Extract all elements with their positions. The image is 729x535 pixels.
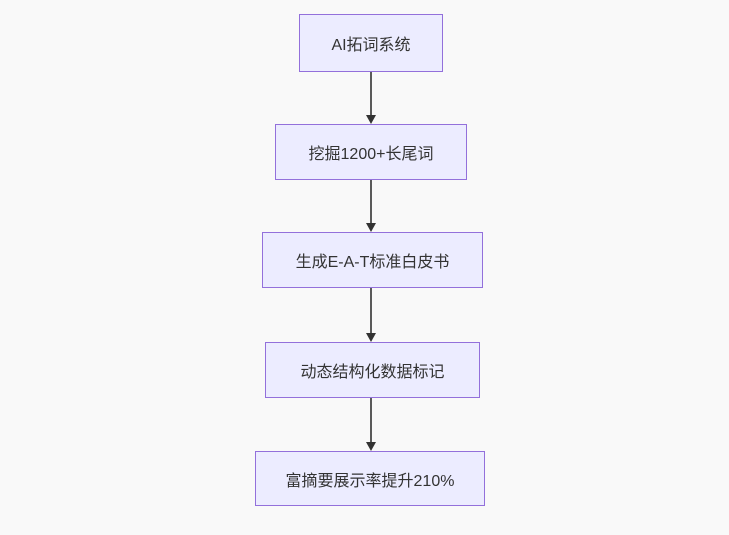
node-label: 挖掘1200+长尾词 [308,146,434,163]
flowchart-node-rich-snippet-rate: 富摘要展示率提升210% [255,451,485,506]
flow-edge-line [370,288,372,333]
arrowhead-down-icon [366,333,376,342]
node-label: 动态结构化数据标记 [300,364,445,381]
node-label: 富摘要展示率提升210% [285,472,455,490]
arrowhead-down-icon [366,115,376,124]
arrowhead-down-icon [366,223,376,232]
node-label: AI拓词系统 [331,37,411,54]
flow-edge-line [370,398,372,442]
node-label: 生成E-A-T标准白皮书 [295,254,450,271]
flowchart-node-eat-whitepaper: 生成E-A-T标准白皮书 [262,232,483,288]
flowchart-node-structured-data-markup: 动态结构化数据标记 [265,342,480,398]
flow-edge-line [370,180,372,223]
arrowhead-down-icon [366,442,376,451]
flowchart-node-ai-keyword-system: AI拓词系统 [299,14,443,72]
flowchart-node-longtail-keywords: 挖掘1200+长尾词 [275,124,467,180]
flow-edge-line [370,72,372,115]
